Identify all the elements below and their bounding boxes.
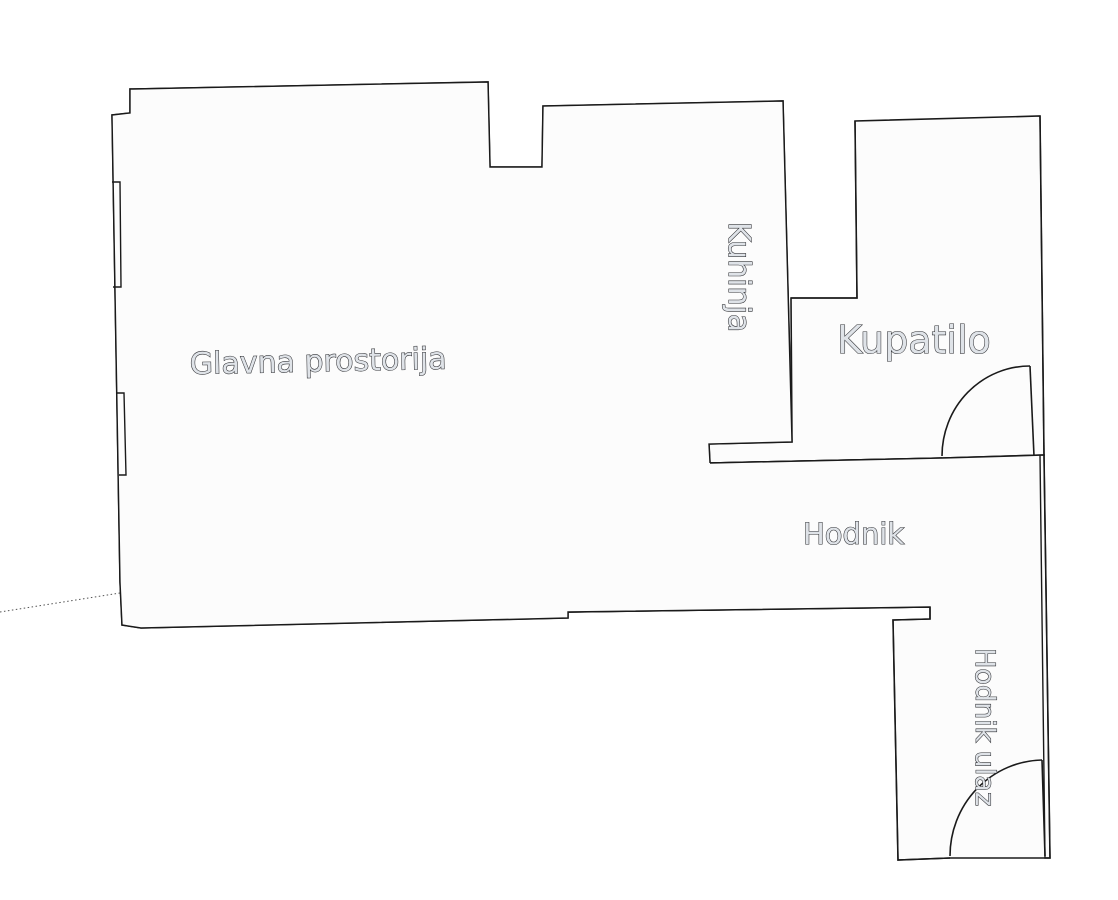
bathroom-door-arc bbox=[941, 365, 1031, 457]
main-room-walls bbox=[111, 81, 931, 629]
kitchen-bath-wall bbox=[791, 120, 858, 299]
label-main-room: Glavna prostorija bbox=[189, 342, 447, 382]
bathroom-door-leaf bbox=[1029, 365, 1035, 457]
axis-guide-line bbox=[0, 592, 121, 613]
hallway-bottom-step bbox=[892, 607, 951, 861]
window-lower bbox=[117, 392, 127, 476]
entrance-door-arc bbox=[949, 759, 1043, 857]
bathroom-bottom-wall bbox=[709, 457, 943, 464]
bathroom-right-wall bbox=[1039, 115, 1045, 456]
hallway-right-wall bbox=[1039, 454, 1051, 859]
label-entrance-hallway: Hodnik ulaz bbox=[969, 648, 1000, 806]
label-kitchen: Kuhinja bbox=[721, 222, 756, 332]
window-upper bbox=[112, 181, 122, 288]
label-bathroom: Kupatilo bbox=[837, 318, 991, 362]
label-hallway: Hodnik bbox=[803, 517, 904, 551]
main-room-floor bbox=[112, 82, 942, 628]
entrance-door-leaf bbox=[1041, 759, 1046, 857]
